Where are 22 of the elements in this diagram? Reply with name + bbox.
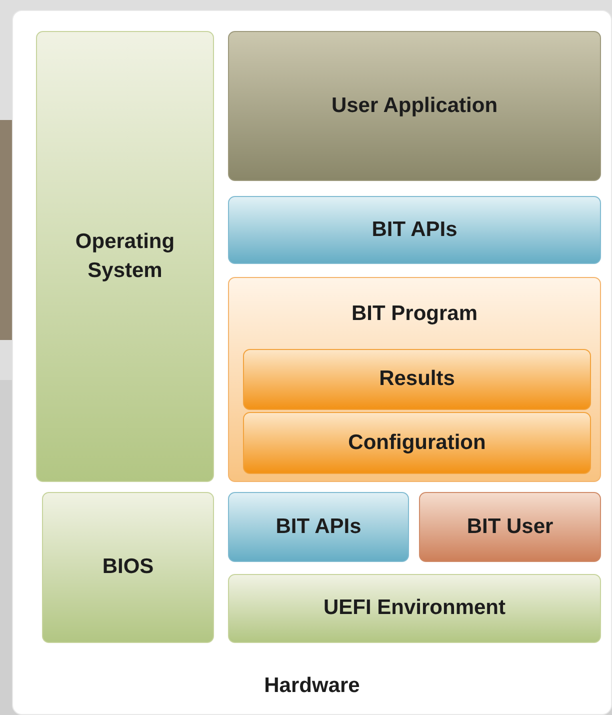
card-background bbox=[12, 10, 612, 715]
layer-box bbox=[243, 349, 591, 410]
layer-label: BIT User bbox=[466, 514, 554, 540]
layer-box bbox=[36, 31, 214, 482]
layer-label: BIOS bbox=[102, 554, 154, 580]
layer-label: UEFI Environment bbox=[323, 595, 506, 622]
layer-label: BIT APIs bbox=[372, 216, 458, 243]
layer-box bbox=[419, 492, 601, 562]
layer-label: User Application bbox=[331, 92, 498, 119]
card-title: Hardware bbox=[264, 672, 360, 699]
layer-label: BIT APIs bbox=[276, 514, 362, 540]
layer-box bbox=[228, 574, 601, 643]
layer-box bbox=[243, 412, 591, 474]
layer-box bbox=[228, 31, 601, 181]
layer-box bbox=[228, 492, 409, 562]
layer-label: BIT Program bbox=[351, 301, 478, 327]
layer-box bbox=[228, 196, 601, 264]
layer-label: Configuration bbox=[348, 430, 486, 456]
layer-box bbox=[42, 492, 214, 643]
layer-label: Operating System bbox=[74, 229, 176, 284]
layer-label: Results bbox=[379, 366, 455, 392]
layer-box bbox=[228, 277, 601, 482]
